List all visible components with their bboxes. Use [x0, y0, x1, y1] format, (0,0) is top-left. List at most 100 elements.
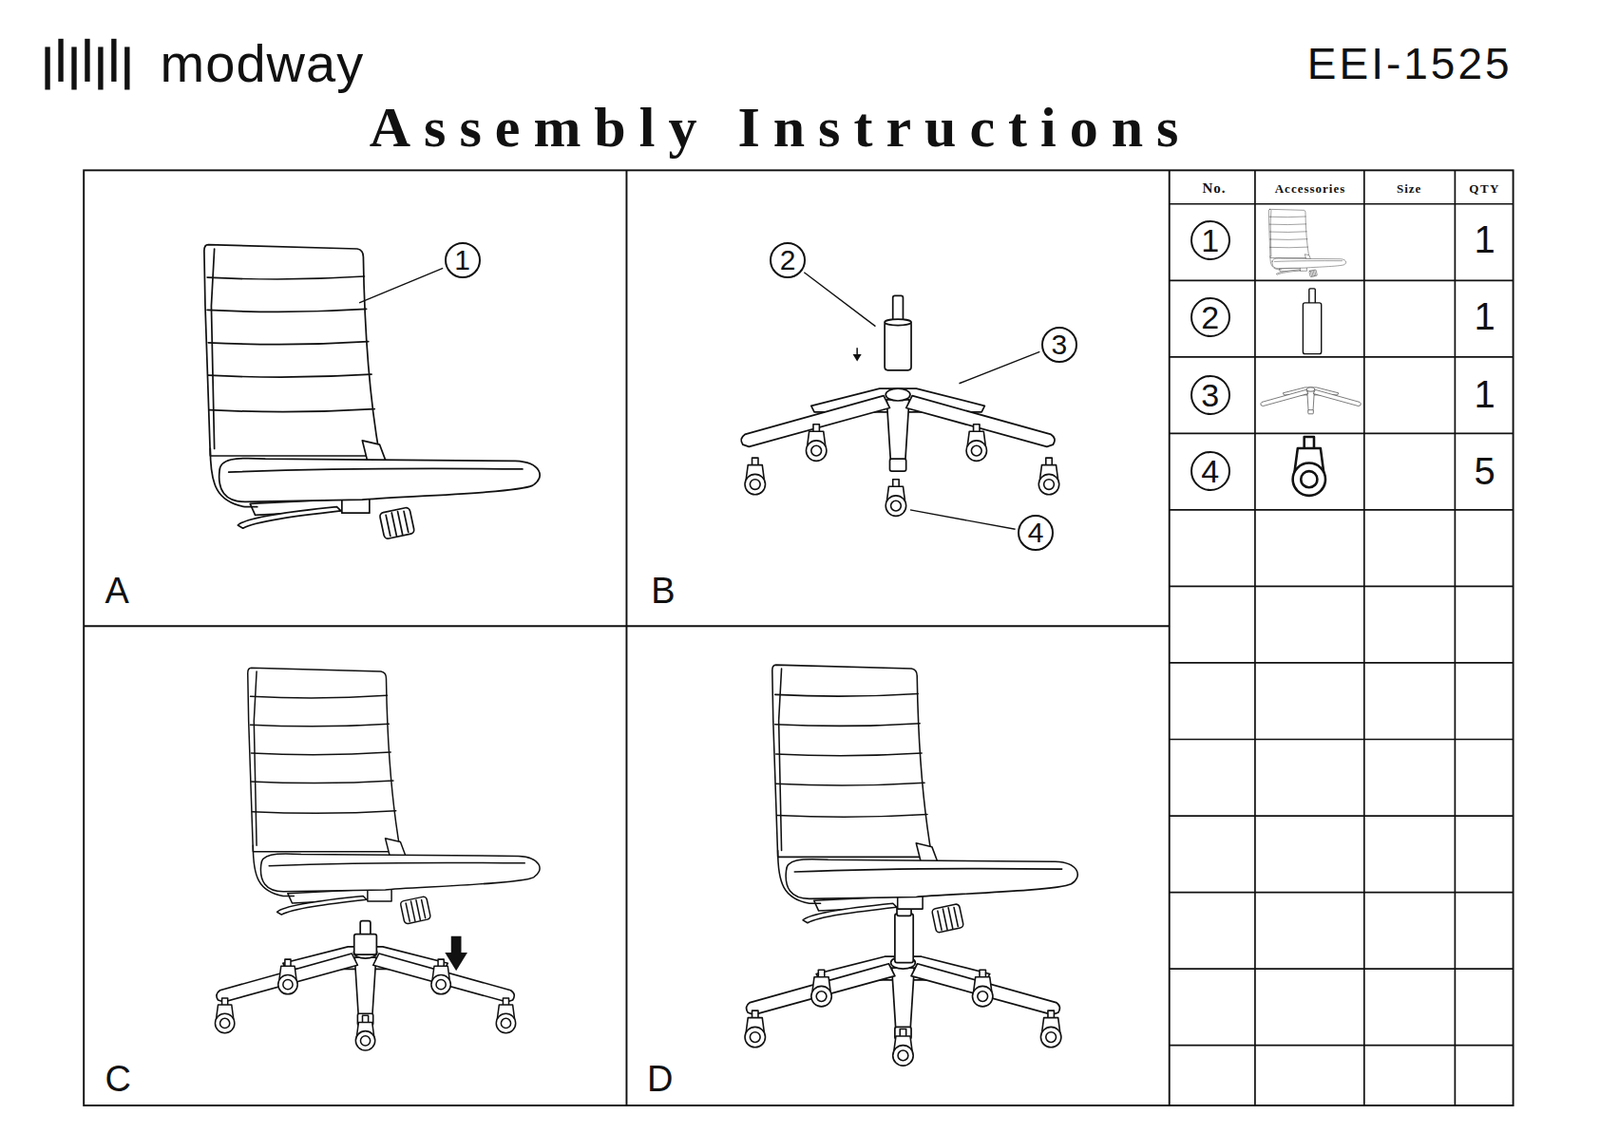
panel-b-parts [893, 295, 904, 323]
table-thumbnails [1260, 387, 1362, 415]
panel-c-assembly [247, 667, 540, 925]
panel-c-assembly [214, 959, 515, 1051]
panel-b-parts [741, 295, 1060, 516]
table-thumbnails [1260, 387, 1362, 415]
panel-b-parts [741, 388, 1055, 472]
step-letter: D [647, 1061, 673, 1098]
callout-digit: 4 [1200, 455, 1220, 488]
panel-d-assembled [746, 956, 1061, 1040]
step-letter: C [105, 1061, 132, 1098]
panel-c-assembly [444, 952, 468, 972]
panel-d-assembled [744, 665, 1078, 1067]
panel-b-parts [884, 319, 912, 325]
panel-b-parts [884, 321, 912, 371]
quantity-value: 1 [1474, 297, 1496, 336]
callout-digit: 3 [1200, 379, 1220, 412]
frame-lines [83, 170, 1513, 1106]
panel-c-assembly [216, 947, 515, 1027]
panel-c-assembly [247, 667, 540, 925]
leader-lines [910, 510, 1016, 530]
callout-number: 1 [444, 242, 481, 279]
table-grid [1169, 203, 1514, 206]
logo-bars [57, 38, 63, 82]
panel-b-parts [1038, 457, 1059, 496]
leader-lines [959, 351, 1041, 383]
panel-c-assembly [214, 947, 515, 1051]
panel-c-assembly [444, 936, 468, 972]
frame-lines [625, 170, 628, 1106]
table-thumbnails [1268, 209, 1346, 277]
leader-lines [803, 272, 876, 327]
logo-bars [44, 38, 130, 91]
table-grid [1169, 356, 1514, 359]
panel-b-parts [884, 295, 912, 370]
callout-digit: 1 [1200, 224, 1220, 257]
table-grid [1169, 739, 1514, 742]
panel-d-assembled [744, 956, 1062, 1067]
callout-digit: 1 [454, 246, 471, 275]
brand-name: modway [160, 37, 365, 91]
table-grid [1169, 1045, 1514, 1048]
panel-b-parts [805, 424, 826, 462]
table-grid [1169, 586, 1514, 589]
table-grid [1254, 170, 1257, 1106]
callout-number: 2 [769, 242, 806, 279]
quantity-value: 5 [1474, 452, 1496, 491]
logo-bars [71, 46, 77, 90]
table-grid [1169, 815, 1514, 818]
panel-a-chair [204, 245, 540, 540]
table-grid [1169, 662, 1514, 665]
panel-c-assembly [354, 921, 378, 955]
table-grid [1169, 170, 1514, 1106]
table-header: Size [1396, 182, 1422, 195]
callout-digit: 4 [1028, 518, 1045, 548]
part-number: 3 [1190, 375, 1231, 416]
table-grid [1169, 968, 1514, 971]
panel-a-chair [204, 245, 540, 540]
table-grid [1169, 509, 1514, 512]
table-thumbnails [1302, 288, 1321, 355]
panel-d-assembled [744, 970, 1062, 1067]
table-header: Accessories [1275, 182, 1347, 195]
page-title: Assembly Instructions [369, 98, 1193, 156]
part-number: 1 [1190, 220, 1231, 261]
table-grid [1169, 892, 1514, 895]
model-number: EEI-1525 [1307, 41, 1513, 86]
panel-b-parts [744, 457, 765, 496]
panel-c-assembly [360, 921, 371, 936]
table-thumbnails [1302, 303, 1321, 355]
table-thumbnails [1268, 209, 1346, 277]
table-thumbnails [1309, 288, 1315, 305]
panel-c-assembly [214, 667, 540, 1051]
step-letter: B [650, 572, 675, 610]
part-number: 4 [1190, 451, 1231, 492]
logo-bars [97, 46, 103, 90]
logo-bars [84, 38, 90, 82]
panel-b-parts [854, 347, 860, 361]
panel-b-parts [885, 479, 906, 517]
leader-lines [359, 267, 1040, 530]
logo-bars [124, 46, 130, 90]
quantity-value: 1 [1474, 220, 1496, 259]
table-header: QTY [1468, 182, 1501, 195]
logo-bars [111, 38, 116, 82]
panel-c-assembly [451, 936, 462, 954]
table-grid [1169, 433, 1514, 436]
table-thumbnails [1260, 209, 1362, 496]
callout-digit: 2 [1200, 301, 1220, 334]
table-grid [1454, 170, 1457, 1106]
leader-lines [359, 267, 443, 304]
panel-d-assembled [772, 665, 1078, 934]
table-grid [1363, 170, 1366, 1106]
frame-lines [83, 170, 1513, 1106]
panel-d-assembled [895, 903, 914, 963]
panel-c-assembly [354, 934, 378, 955]
quantity-value: 1 [1474, 375, 1496, 414]
panel-b-parts [966, 424, 987, 462]
frame-lines [83, 625, 1170, 628]
table-grid [1169, 279, 1514, 282]
part-number: 2 [1190, 297, 1231, 338]
logo-bars [44, 46, 50, 90]
